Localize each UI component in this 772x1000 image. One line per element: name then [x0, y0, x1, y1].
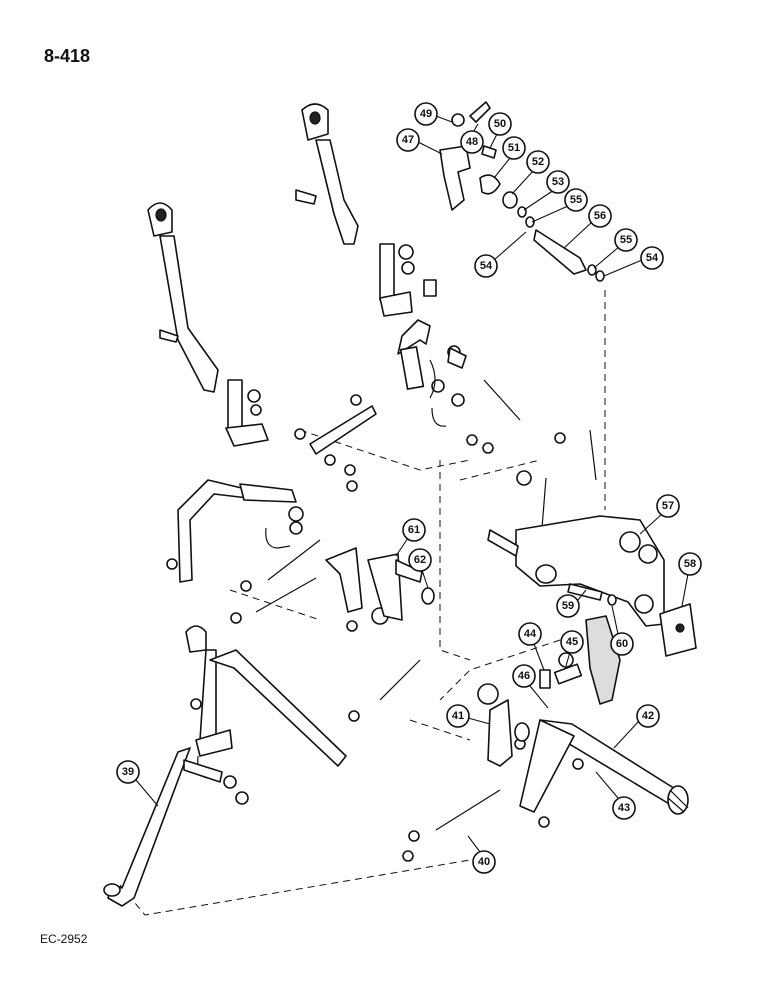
- svg-text:58: 58: [684, 558, 696, 570]
- callout-51: 51: [493, 136, 526, 179]
- svg-text:46: 46: [518, 670, 530, 682]
- center-upper-bracket: [379, 243, 437, 317]
- svg-text:41: 41: [452, 710, 464, 722]
- alignment-lines: [119, 290, 606, 916]
- main-housing: [487, 515, 665, 627]
- linkage-rods: [255, 379, 597, 831]
- middle-left-arm: [177, 479, 297, 583]
- callout-56: 56: [563, 204, 612, 249]
- upper-center-pedal-lever: [295, 103, 359, 245]
- shaded-bracket: [585, 615, 621, 705]
- svg-text:62: 62: [414, 554, 426, 566]
- callout-57: 57: [639, 494, 680, 535]
- callout-43: 43: [595, 771, 636, 820]
- callout-42: 42: [613, 704, 660, 749]
- callout-60: 60: [610, 605, 634, 656]
- callout-52: 52: [511, 150, 550, 195]
- callout-45: 45: [560, 630, 584, 667]
- callout-48: 48: [460, 123, 484, 154]
- svg-text:40: 40: [478, 856, 490, 868]
- callout-47: 47: [396, 128, 443, 155]
- svg-text:44: 44: [524, 628, 537, 640]
- callout-50: 50: [488, 112, 512, 149]
- svg-text:50: 50: [494, 118, 506, 130]
- svg-text:39: 39: [122, 766, 134, 778]
- svg-text:60: 60: [616, 638, 628, 650]
- callout-61: 61: [395, 518, 426, 557]
- svg-text:47: 47: [402, 134, 414, 146]
- svg-text:52: 52: [532, 156, 544, 168]
- callout-39: 39: [116, 760, 159, 807]
- lower-center-bracket: [477, 652, 583, 767]
- svg-text:61: 61: [408, 524, 420, 536]
- callout-53: 53: [523, 170, 570, 211]
- callout-44: 44: [518, 622, 545, 671]
- plate-58: [659, 603, 697, 657]
- svg-text:57: 57: [662, 500, 674, 512]
- u-bolts: [197, 407, 447, 779]
- svg-text:56: 56: [594, 210, 606, 222]
- svg-text:54: 54: [480, 260, 493, 272]
- upper-left-pedal-lever: [147, 202, 219, 393]
- callout-62: 62: [408, 548, 432, 589]
- callout-58: 58: [678, 552, 702, 607]
- callout-41: 41: [446, 704, 491, 728]
- callout-40: 40: [467, 835, 496, 874]
- svg-text:51: 51: [508, 142, 520, 154]
- left-bracket: [225, 379, 269, 447]
- svg-text:42: 42: [642, 710, 654, 722]
- svg-text:49: 49: [420, 108, 432, 120]
- cross-shaft-42: [519, 719, 689, 815]
- lower-left-pedal-assembly: [103, 625, 347, 907]
- center-cross-shaft: [397, 319, 467, 407]
- svg-text:45: 45: [566, 636, 578, 648]
- callout-59: 59: [556, 589, 587, 618]
- svg-text:59: 59: [562, 600, 574, 612]
- page-number: 8-418: [44, 46, 91, 66]
- callout-54-right: 54: [603, 246, 664, 277]
- callout-49: 49: [414, 102, 453, 126]
- svg-text:48: 48: [466, 136, 478, 148]
- callout-46: 46: [512, 664, 549, 709]
- svg-text:55: 55: [620, 234, 632, 246]
- svg-text:43: 43: [618, 802, 630, 814]
- svg-text:55: 55: [570, 194, 582, 206]
- callout-54-left: 54: [474, 231, 527, 278]
- middle-brackets: [325, 547, 435, 621]
- callout-55-lower: 55: [593, 228, 638, 269]
- callout-55-upper: 55: [531, 188, 588, 223]
- figure-reference-code: EC-2952: [40, 932, 88, 946]
- washers-and-nuts: [166, 394, 584, 862]
- svg-text:54: 54: [646, 252, 659, 264]
- svg-text:53: 53: [552, 176, 564, 188]
